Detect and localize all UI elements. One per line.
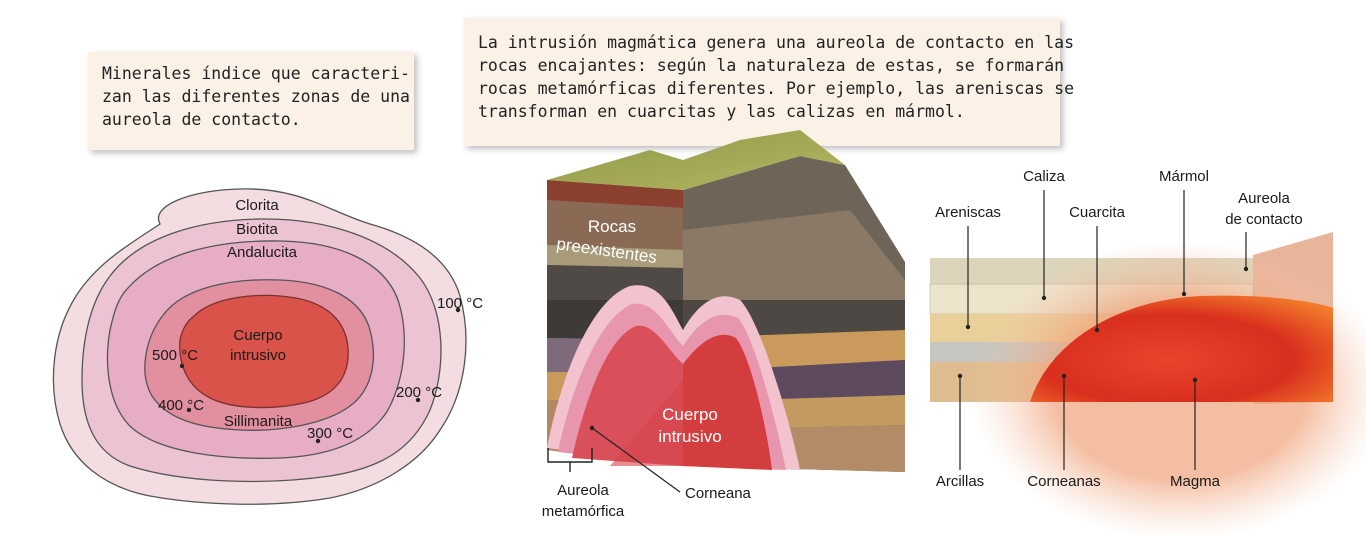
- temp-label-500: 500 °C: [152, 347, 198, 364]
- temp-marker-400: [186, 407, 192, 413]
- top-caption-line-4: transforman en cuarcitas y las calizas e…: [478, 102, 965, 121]
- aureole-bracket: [547, 448, 593, 472]
- label-sillimanita: Sillimanita: [224, 413, 293, 430]
- left-caption-line-3: aureola de contacto.: [102, 110, 301, 129]
- label-magma: Magma: [1170, 473, 1221, 490]
- label-aureole-contact-2: de contacto: [1225, 211, 1303, 228]
- label-rocks-1: Rocas: [588, 217, 636, 236]
- label-intrusive-body-1: Cuerpo: [233, 327, 282, 344]
- label-intrusive-body-2: intrusivo: [230, 347, 286, 364]
- left-caption-line-2: zan las diferentes zonas de una: [102, 87, 410, 106]
- leader-corneana: [591, 427, 681, 493]
- block-top-surface: [547, 130, 845, 190]
- label-caliza: Caliza: [1023, 168, 1065, 185]
- section-diagram: Caliza Mármol Areniscas Cuarcita Aureola…: [929, 168, 1366, 534]
- label-andalucita: Andalucita: [227, 244, 298, 261]
- label-marmol: Mármol: [1159, 168, 1209, 185]
- temp-label-100: 100 °C: [437, 295, 483, 312]
- label-aureole-1: Aureola: [557, 482, 609, 499]
- label-arcillas: Arcillas: [936, 473, 984, 490]
- label-aureole-2: metamórfica: [542, 503, 625, 520]
- label-biotita: Biotita: [236, 221, 278, 238]
- zones-diagram: Clorita Biotita Andalucita Sillimanita C…: [52, 188, 483, 505]
- label-aureole-contact-1: Aureola: [1238, 190, 1290, 207]
- magma-body: [1030, 295, 1333, 402]
- left-caption-line-1: Minerales índice que caracteri-: [102, 64, 410, 83]
- temp-label-400: 400 °C: [158, 397, 204, 414]
- temp-marker-500: [179, 363, 185, 369]
- top-caption-line-2: rocas encajantes: según la naturaleza de…: [478, 56, 1065, 75]
- top-caption-line-3: rocas metamórficas diferentes. Por ejemp…: [478, 79, 1075, 98]
- intrusive-body: [179, 294, 349, 409]
- temp-label-200: 200 °C: [396, 384, 442, 401]
- label-corneana: Corneana: [685, 485, 752, 502]
- label-clorita: Clorita: [235, 197, 279, 214]
- block-diagram: Rocas preexistentes Cuerpo intrusivo Aur…: [542, 130, 905, 520]
- label-block-body-2: intrusivo: [658, 427, 721, 446]
- label-cuarcita: Cuarcita: [1069, 204, 1126, 221]
- left-caption-box: Minerales índice que caracteri- zan las …: [88, 52, 414, 150]
- label-block-body-1: Cuerpo: [662, 405, 718, 424]
- temp-marker-100: [455, 307, 461, 313]
- top-caption-line-1: La intrusión magmática genera una aureol…: [478, 33, 1075, 52]
- temp-marker-300: [315, 438, 321, 444]
- label-corneanas: Corneanas: [1027, 473, 1100, 490]
- top-caption-box: La intrusión magmática genera una aureol…: [464, 18, 1075, 146]
- label-areniscas: Areniscas: [935, 204, 1001, 221]
- temp-marker-200: [415, 397, 421, 403]
- temp-label-300: 300 °C: [307, 425, 353, 442]
